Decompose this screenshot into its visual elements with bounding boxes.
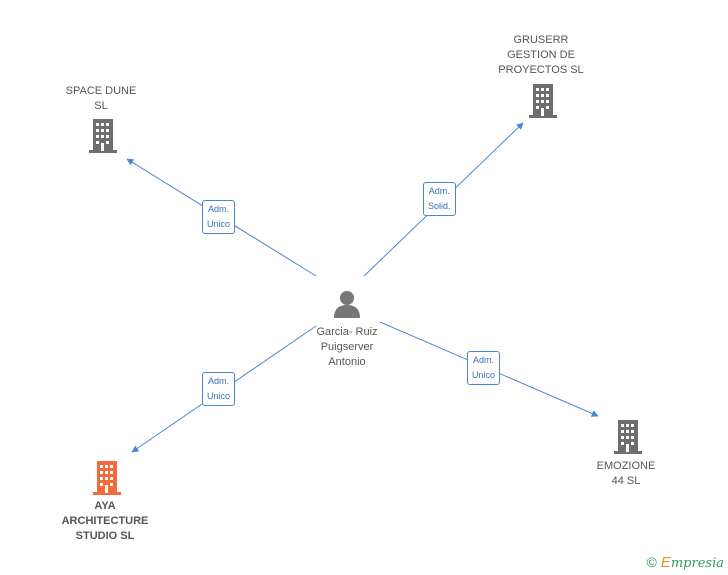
company-label-space-dune[interactable]: SPACE DUNE SL — [65, 85, 137, 112]
relation-badge-emozione: Adm. Unico — [467, 351, 501, 385]
relation-badge-space-dune: Adm. Unico — [202, 200, 236, 234]
company-label-aya[interactable]: AYA ARCHITECTURE STUDIO SL — [61, 500, 149, 542]
brand-logo: ©Empresia — [646, 554, 724, 571]
building-icon — [89, 119, 117, 153]
person-name[interactable]: Garcia- Ruiz Puigserver Antonio — [316, 326, 378, 368]
relation-badge-aya: Adm. Unico — [202, 372, 236, 406]
building-icon — [93, 461, 121, 495]
copyright-icon: © — [646, 554, 657, 570]
building-icon — [529, 84, 557, 118]
company-label-gruserr[interactable]: GRUSERR GESTION DE PROYECTOS SL — [498, 34, 584, 76]
relation-badge-gruserr: Adm. Solid. — [423, 182, 456, 216]
company-label-emozione[interactable]: EMOZIONE 44 SL — [596, 460, 656, 487]
person-icon — [334, 291, 360, 318]
building-icon — [614, 420, 642, 454]
